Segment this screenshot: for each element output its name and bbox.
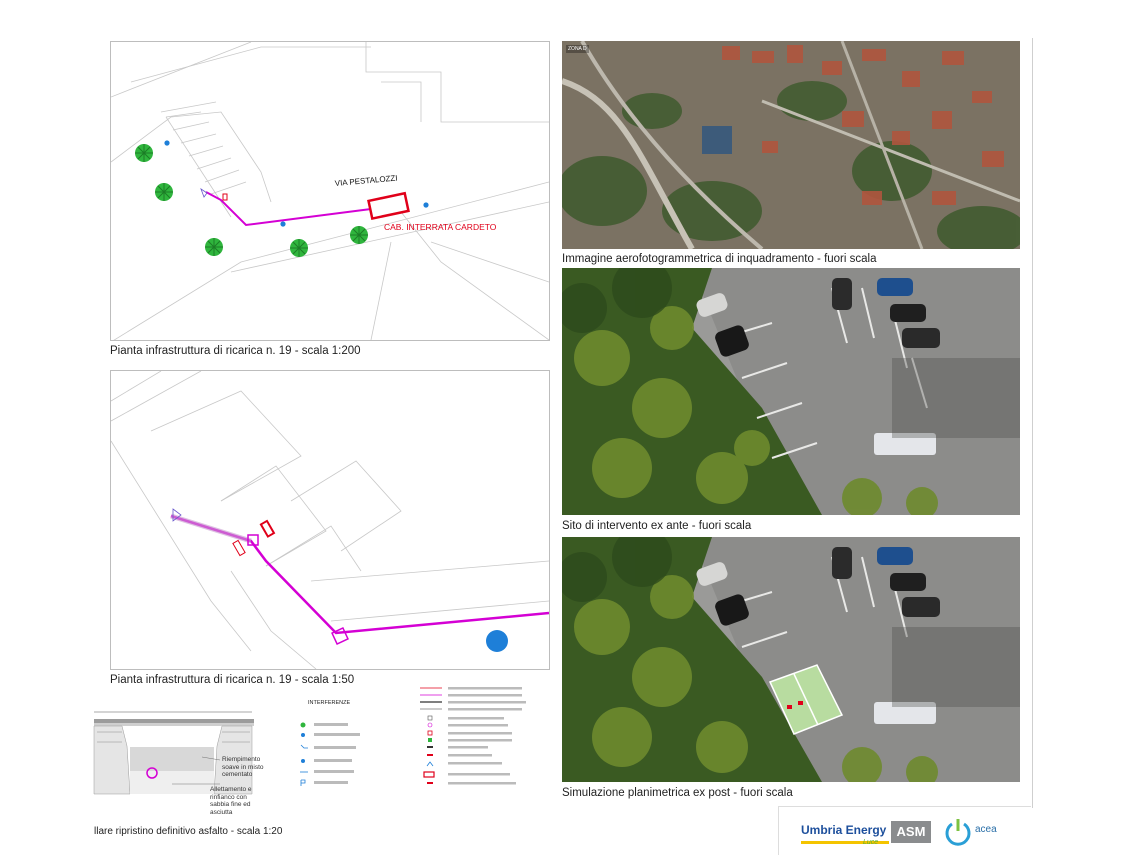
legend-symbols	[300, 687, 526, 786]
umbria-energy-logo: Umbria Energy Luce	[801, 821, 889, 846]
lamp-post-icons	[164, 140, 429, 227]
cabin-label: CAB. INTERRATA CARDETO	[384, 222, 497, 232]
plan-1-200: VIA PESTALOZZI CAB. INTERRATA CARDETO	[110, 41, 550, 341]
acea-logo: acea	[943, 817, 997, 852]
plan-1-50	[110, 370, 550, 670]
acea-text: acea	[975, 824, 997, 835]
ex-post-drawing	[562, 537, 1020, 782]
ex-post-caption: Simulazione planimetrica ex post - fuori…	[562, 787, 793, 799]
legend-title: INTERFERENZE	[308, 700, 351, 706]
acea-power-icon	[945, 819, 971, 846]
asm-logo: ASM	[891, 821, 931, 843]
plan-2-drawing	[111, 371, 549, 669]
plan-1-drawing: VIA PESTALOZZI CAB. INTERRATA CARDETO	[111, 42, 549, 340]
legend: INTERFERENZE	[296, 684, 556, 799]
tree-icons	[135, 144, 368, 257]
aerial-caption: Immagine aerofotogrammetrica di inquadra…	[562, 253, 877, 265]
fill-note: Riempimento soave in misto cementato	[222, 756, 264, 778]
zone-label: ZONA D	[566, 45, 589, 53]
plan-2-caption: Pianta infrastruttura di ricarica n. 19 …	[110, 674, 355, 686]
plan-1-caption: Pianta infrastruttura di ricarica n. 19 …	[110, 345, 361, 357]
logo-bar: Umbria Energy Luce ASM acea	[778, 806, 1031, 855]
section-caption: llare ripristino definitivo asfalto - sc…	[94, 826, 283, 837]
cabin-marker	[367, 191, 410, 221]
aerial-photo: ZONA D	[562, 41, 1020, 249]
aerial-drawing	[562, 41, 1020, 249]
umbria-energy-text: Umbria Energy	[801, 823, 887, 837]
page-border	[1032, 38, 1033, 808]
asm-text: ASM	[896, 824, 926, 839]
parked-cars	[696, 278, 940, 455]
bedding-note: Allettamento e rinfianco con sabbia fine…	[210, 786, 252, 816]
ex-ante-photo	[562, 268, 1020, 515]
ex-ante-caption: Sito di intervento ex ante - fuori scala	[562, 520, 752, 532]
ex-ante-drawing	[562, 268, 1020, 515]
trench-drawing	[93, 711, 254, 795]
umbria-energy-sub: Luce	[863, 839, 879, 846]
ex-post-photo	[562, 537, 1020, 782]
trench-section: Riempimento soave in misto cementato All…	[92, 702, 267, 822]
street-label: VIA PESTALOZZI	[334, 174, 398, 188]
manhole-marker	[486, 630, 508, 652]
